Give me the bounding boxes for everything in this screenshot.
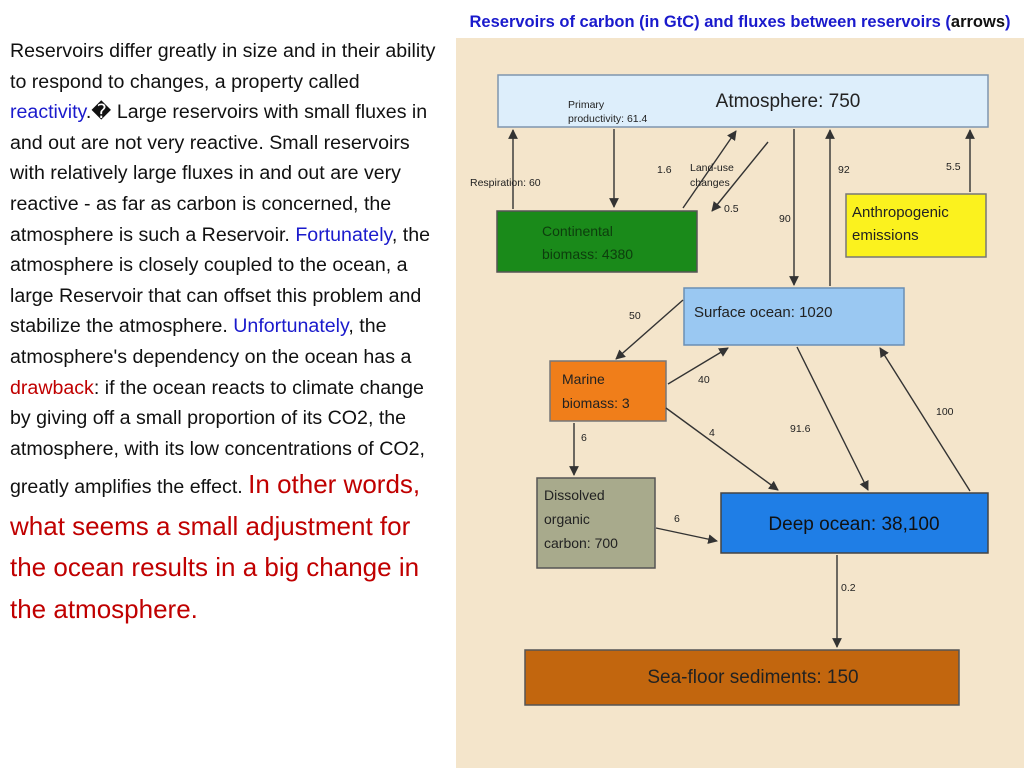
anthropogenic-label-line2: emissions — [852, 227, 919, 244]
marine-to-surface-arrow — [667, 347, 729, 385]
deep-ocean-box — [720, 492, 989, 554]
body-text-part: Reservoirs differ greatly in size and in… — [10, 40, 436, 93]
title-close-paren: ) — [1005, 13, 1011, 31]
deep-to-surface-arrow — [879, 347, 971, 492]
marine-to-deep-value: 4 — [709, 427, 715, 439]
marine-to-surface-value: 40 — [698, 374, 710, 386]
anthropogenic-label-line1: Anthropogenic — [852, 204, 949, 221]
body-text: Reservoirs differ greatly in size and in… — [10, 36, 448, 630]
deep-to-surface-value: 100 — [936, 406, 954, 418]
deep-ocean-label: Deep ocean: 38,100 — [768, 514, 939, 535]
land-use-value: 1.6 — [657, 164, 672, 176]
atmosphere-box — [497, 74, 989, 128]
surface-ocean-box — [683, 287, 905, 346]
surface-to-marine-value: 50 — [629, 310, 641, 322]
primary-productivity-label-line1: Primary — [568, 99, 605, 111]
continental-biomass-label-line1: Continental — [542, 223, 613, 239]
surface-to-deep-value: 91.6 — [790, 423, 811, 435]
atm-to-surface-value: 90 — [779, 213, 791, 225]
surface-to-deep-arrow — [796, 346, 869, 491]
land-use-return-value: 0.5 — [724, 203, 739, 215]
doc-label-line3: carbon: 700 — [544, 535, 618, 551]
marine-to-deep-arrow — [665, 407, 779, 491]
atmosphere-label: Atmosphere: 750 — [716, 91, 861, 112]
body-text-part: , the atmosphere is closely coupled to t… — [10, 223, 431, 338]
doc-to-deep-arrow — [655, 527, 718, 544]
primary-productivity-label-line2: productivity: 61.4 — [568, 113, 648, 125]
dissolved-organic-carbon-box — [536, 477, 656, 569]
term-reactivity: reactivity — [10, 101, 86, 124]
respiration-label: Respiration: 60 — [470, 177, 541, 189]
land-use-label-line1: Land-use — [690, 162, 734, 174]
doc-label-line2: organic — [544, 511, 590, 527]
body-text-part: , the atmosphere's dependency on the oce… — [10, 315, 412, 368]
emphasis-text: In other words, what seems a small adjus… — [10, 469, 421, 624]
anthropogenic-box — [845, 193, 987, 258]
term-fortunately: Fortunately — [295, 223, 392, 246]
marine-to-doc-value: 6 — [581, 432, 587, 444]
doc-to-deep-value: 6 — [674, 513, 680, 525]
sea-floor-sediments-box — [524, 649, 960, 706]
surface-to-marine-arrow — [615, 299, 684, 360]
marine-biomass-label-line2: biomass: 3 — [562, 395, 630, 411]
continental-biomass-box — [496, 210, 698, 273]
surface-ocean-label: Surface ocean: 1020 — [694, 304, 832, 321]
body-text-part: : if the ocean reacts to climate change … — [10, 376, 425, 499]
body-text-part: .� Large reservoirs with small fluxes in… — [10, 101, 428, 246]
surface-to-atm-value: 92 — [838, 164, 850, 176]
title-text: Reservoirs of carbon (in GtC) and fluxes… — [469, 13, 951, 31]
term-drawback: drawback — [10, 376, 94, 399]
land-use-arrow — [682, 130, 737, 209]
title-arrows-word: arrows — [950, 13, 1005, 31]
marine-biomass-box — [549, 360, 667, 422]
marine-biomass-label-line1: Marine — [562, 371, 605, 387]
doc-label-line1: Dissolved — [544, 487, 605, 503]
anthropogenic-value: 5.5 — [946, 161, 961, 173]
diagram-title: Reservoirs of carbon (in GtC) and fluxes… — [458, 9, 1022, 35]
continental-biomass-label-line2: biomass: 4380 — [542, 246, 633, 262]
term-unfortunately: Unfortunately — [233, 315, 349, 338]
sea-floor-sediments-label: Sea-floor sediments: 150 — [647, 667, 858, 688]
land-use-label-line2: changes — [690, 177, 730, 189]
deep-to-sediments-value: 0.2 — [841, 582, 856, 594]
land-use-return-arrow — [711, 141, 769, 212]
